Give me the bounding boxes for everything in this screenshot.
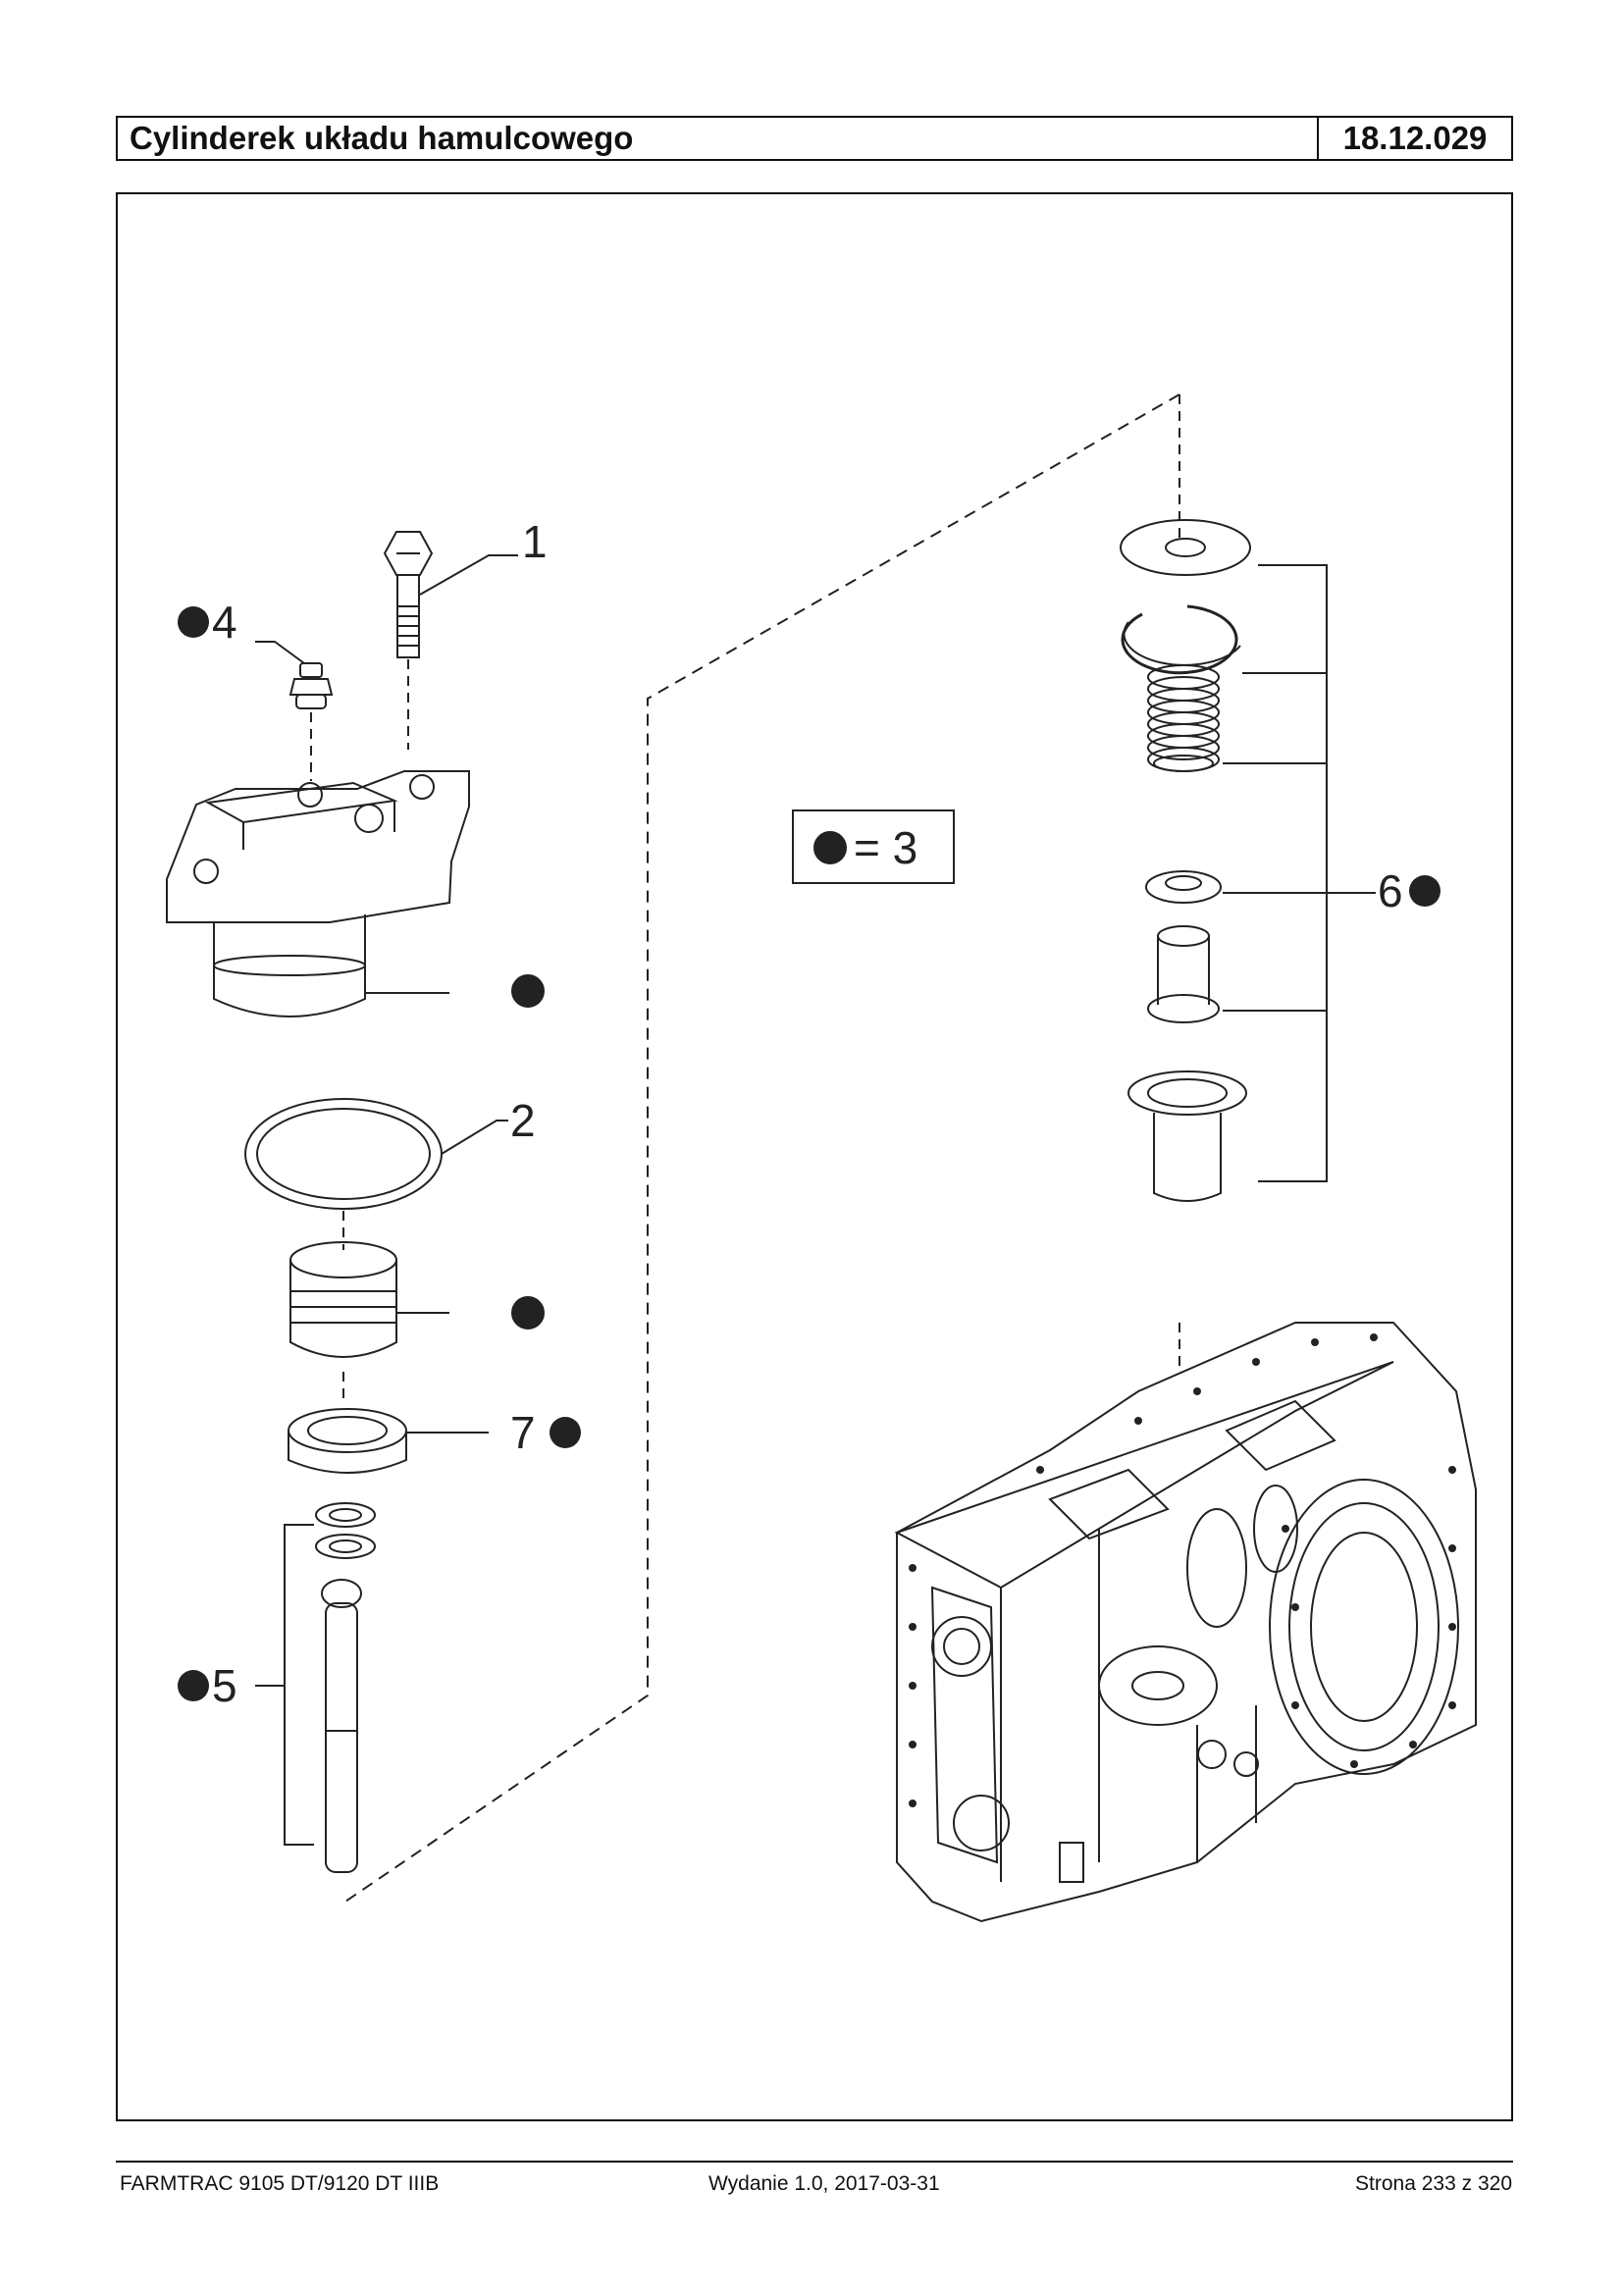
callout-2: 2 xyxy=(510,1095,536,1146)
o-ring-part xyxy=(244,1098,443,1210)
piston-part xyxy=(289,1241,397,1358)
legend-text: = 3 xyxy=(854,822,917,873)
footer-model: FARMTRAC 9105 DT/9120 DT IIIB xyxy=(120,2172,440,2195)
cylinder-housing-part xyxy=(166,770,470,1017)
callout-5: 5 xyxy=(212,1660,237,1711)
footer-divider xyxy=(116,2161,1513,2163)
title-bar: Cylinderek układu hamulcowego 18.12.029 xyxy=(116,116,1513,161)
legend-box xyxy=(792,809,955,884)
pushrod-part xyxy=(321,1579,362,1873)
drawing-frame: 1 4 2 7 5 6 = 3 xyxy=(116,192,1513,2121)
transmission-housing-part xyxy=(894,1322,1477,1923)
page-title: Cylinderek układu hamulcowego xyxy=(118,118,1319,159)
callout-6: 6 xyxy=(1378,865,1403,916)
spring-part xyxy=(1147,664,1220,772)
footer-edition: Wydanie 1.0, 2017-03-31 xyxy=(708,2172,940,2195)
washer-part xyxy=(315,1502,376,1528)
section-code: 18.12.029 xyxy=(1342,120,1488,156)
footer-page-number: Strona 233 z 320 xyxy=(1355,2172,1512,2195)
spring-seat-part xyxy=(1120,519,1251,576)
housing-bolt-holes xyxy=(909,1333,1456,1807)
callout-1: 1 xyxy=(522,516,548,567)
bleed-nipple-part xyxy=(288,662,334,709)
seal-part xyxy=(288,1408,407,1474)
circlip-part xyxy=(1121,604,1238,675)
separator-dashed-line xyxy=(344,393,1180,1903)
exploded-parts-diagram: 1 4 2 7 5 6 = 3 xyxy=(166,393,1477,1923)
sleeve-part xyxy=(1147,925,1220,1023)
flat-ring-part xyxy=(1145,870,1222,904)
callout-4: 4 xyxy=(212,597,237,648)
guide-bushing-part xyxy=(1127,1070,1247,1202)
callout-7: 7 xyxy=(510,1407,536,1458)
bolt-part xyxy=(383,531,434,658)
